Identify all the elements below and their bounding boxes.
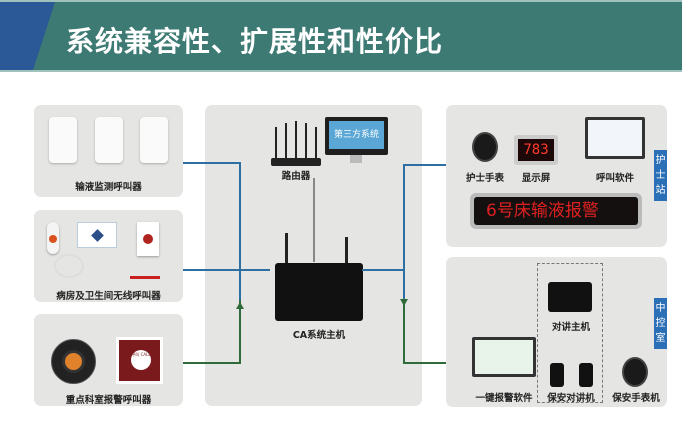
call-panel-device: 呼叫 CALL <box>116 337 163 384</box>
infusion-caller-device <box>140 117 168 163</box>
intercom-host <box>548 282 592 312</box>
ward-wireless-caller-panel: 病房及卫生间无线呼叫器 <box>34 210 183 302</box>
panel-label: 重点科室报警呼叫器 <box>65 395 152 406</box>
page-title: 系统兼容性、扩展性和性价比 <box>66 25 444 58</box>
security-watch <box>622 357 648 387</box>
infusion-caller-device <box>95 117 123 163</box>
call-button-text: 呼叫 CALL <box>131 350 151 370</box>
connection-line <box>183 269 270 271</box>
connection-line <box>239 300 241 364</box>
walkie-talkie <box>550 363 564 387</box>
alarm-button-device <box>51 339 96 384</box>
nurse-watch <box>472 132 498 162</box>
infusion-caller-device <box>49 117 77 163</box>
infusion-caller-panel: 输液监测呼叫器 <box>34 105 183 197</box>
item-label: 保安手表机 <box>612 393 660 404</box>
tab-control-room: 中控室 <box>654 298 667 349</box>
tab-nurse-station: 护士站 <box>654 150 667 201</box>
header-banner: 系统兼容性、扩展性和性价比 <box>0 0 682 72</box>
connection-line <box>403 362 469 364</box>
item-label: 一键报警软件 <box>475 393 533 404</box>
arrow-down-icon <box>400 299 408 306</box>
item-label: 保安对讲机 <box>547 393 595 404</box>
display-screen: 783 <box>514 135 558 165</box>
walkie-talkie <box>579 363 593 387</box>
panel-label: 输液监测呼叫器 <box>75 182 142 193</box>
header-accent <box>0 2 55 70</box>
connection-line <box>183 362 241 364</box>
center-panel: 路由器 第三方系统 CA系统主机 <box>205 105 422 406</box>
red-cable <box>130 276 160 279</box>
third-party-monitor: 第三方系统 <box>325 117 388 155</box>
item-label: 显示屏 <box>521 173 551 184</box>
connection-line <box>362 269 405 271</box>
antenna <box>345 237 348 265</box>
connection-line <box>403 164 446 166</box>
connection-line <box>183 162 241 164</box>
arrow-up-icon <box>236 302 244 309</box>
cable-coil <box>54 254 84 278</box>
alarm-software-monitor <box>472 337 536 377</box>
antenna <box>285 233 288 265</box>
router-icon <box>271 158 321 166</box>
nurse-station-panel: 护士手表 783 显示屏 呼叫软件 6号床输液报警 护士站 <box>446 105 667 247</box>
ca-system-host <box>275 263 363 321</box>
bathroom-caller <box>137 222 159 256</box>
connection-line <box>403 300 405 364</box>
intercom-group <box>537 263 603 403</box>
handheld-caller <box>47 222 59 254</box>
panel-label: 病房及卫生间无线呼叫器 <box>56 291 161 302</box>
connection-line <box>239 162 241 302</box>
router-label: 路由器 <box>281 171 311 182</box>
display-number: 783 <box>518 139 554 161</box>
control-room-panel: 对讲主机 一键报警软件 保安对讲机 保安手表机 中控室 <box>446 257 667 407</box>
call-software-monitor <box>585 117 645 159</box>
router-connection-line <box>313 178 315 262</box>
host-label: CA系统主机 <box>292 330 346 341</box>
third-party-label: 第三方系统 <box>329 121 384 149</box>
pull-caller <box>77 222 117 248</box>
item-label: 护士手表 <box>465 173 504 184</box>
item-label: 呼叫软件 <box>595 173 634 184</box>
connection-line <box>403 164 405 300</box>
item-label: 对讲主机 <box>551 322 590 333</box>
key-department-alarm-panel: 呼叫 CALL 重点科室报警呼叫器 <box>34 314 183 406</box>
led-sign: 6号床输液报警 <box>470 193 642 229</box>
led-text: 6号床输液报警 <box>474 197 638 225</box>
